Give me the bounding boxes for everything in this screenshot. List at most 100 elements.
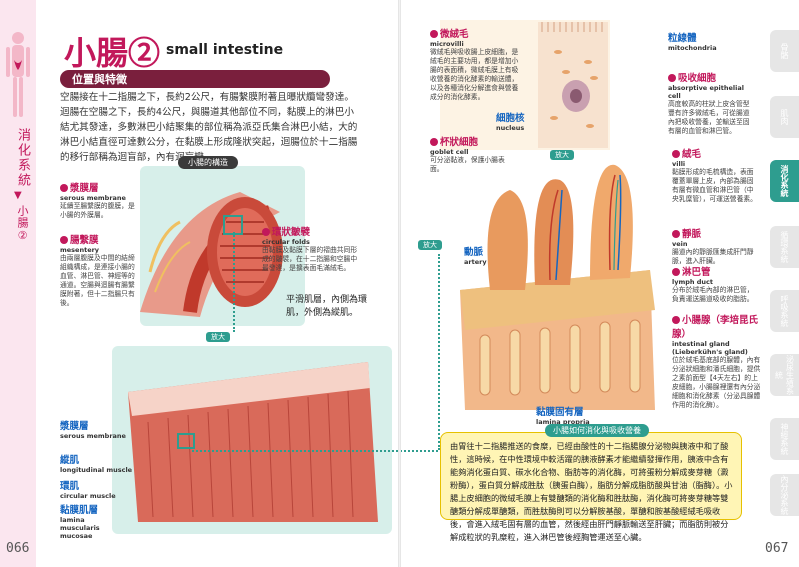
zoom-connector	[233, 232, 235, 332]
marker-icon	[672, 316, 680, 324]
label-villi: 絨毛 villi 黏膜形成的毛梳構造，表面覆蓋單層上皮，內部為腸固有層有微血管和…	[672, 146, 758, 204]
label-heading: 細胞核	[496, 113, 525, 124]
marker-icon	[672, 150, 680, 158]
info-heading: 小腸如何消化與吸收營養	[545, 424, 649, 437]
label-description: 高度較高的柱狀上皮含管型豐有許多微絨毛，可從腸道內把吸收營養，並輸送至固有層的血…	[668, 100, 750, 135]
label-description: 由黏膜及黏膜下層的褶曲共同形成的皺襞，在十二指腸和空腸中最發達，是擴表面毛滿絨毛…	[262, 246, 358, 272]
label-english: mesentery	[60, 246, 100, 254]
zoom-connector-3	[192, 450, 438, 452]
label-lamina-propria: 黏膜固有層 lamina propria	[536, 404, 590, 426]
chapter-sidebar	[0, 0, 36, 567]
label-heading: 動脈	[464, 247, 484, 258]
page-number-left: 066	[6, 541, 30, 556]
label-goblet-cell: 杯狀細胞 goblet cell 可分泌黏液，保護小腸表面。	[430, 134, 510, 174]
label-intestinal-gland: 小腸腺（李培昆氏腺） intestinal gland (Lieberkühn'…	[672, 312, 762, 410]
label-heading: 腸繫膜	[60, 232, 138, 246]
label-longitudinal: 縱肌 longitudinal muscle	[60, 452, 132, 474]
label-heading: 黏膜固有層	[536, 407, 584, 418]
label-vein: 靜脈 vein 腸道內的靜脈匯集成肝門靜脈，進入肝臟。	[672, 226, 758, 266]
label-heading: 小腸腺（李培昆氏腺）	[672, 315, 759, 340]
marker-icon	[60, 184, 68, 192]
zoom-badge-2: 放大	[418, 240, 442, 250]
label-heading: 粒線體	[668, 33, 697, 44]
label-english: lamina propria	[536, 418, 590, 426]
label-mesentery: 腸繫膜 mesentery 由兩層腹膜及中間的結締組織構成，是連接小腸的血管、淋…	[60, 232, 138, 308]
label-description: 位於絨毛基底部的腺體，內有分泌狀細胞和潘氏細胞，提供之素前面型【4天左右】的上皮…	[672, 356, 761, 409]
label-nucleus: 細胞核 nucleus	[496, 110, 525, 132]
info-text: 由胃往十二指腸推送的食糜，已經由酸性的十二指腸腺分泌物與胰液中和了酸性，這時候，…	[450, 441, 733, 542]
label-heading: 杯狀細胞	[430, 134, 510, 148]
section-header-bar	[60, 70, 330, 88]
label-muscularis-mucosae: 黏膜肌層 lamina muscularis mucosae	[60, 502, 120, 540]
label-english: vein	[672, 240, 688, 248]
info-box	[440, 432, 742, 520]
label-heading: 微絨毛	[430, 26, 524, 40]
figure-caption-tag: 小腸的構造	[178, 156, 238, 169]
tab-muscles[interactable]: 肌肉	[770, 96, 799, 138]
tab-digestive[interactable]: 消化系統	[770, 160, 799, 202]
zoom-connector-2	[438, 254, 440, 450]
label-heading: 漿膜層	[60, 180, 140, 194]
chapter-title: 消化系統	[15, 128, 30, 188]
label-mitochondria: 粒線體 mitochondria	[668, 30, 717, 52]
label-microvilli: 微絨毛 microvilli 微絨毛與吸收腸上皮細胞，是絨毛的主要功用，都是增加…	[430, 26, 524, 102]
zoom-badge-3: 放大	[550, 150, 574, 160]
label-heading: 靜脈	[672, 226, 758, 240]
label-absorptive-cell: 吸收細胞 absorptive epithelial cell 高度較高的柱狀上…	[668, 70, 754, 136]
marker-icon	[430, 30, 438, 38]
marker-icon	[672, 268, 680, 276]
label-lymph-duct: 淋巴管 lymph duct 分布於絨毛內部的淋巴管，負責運送腸道吸收的脂肪。	[672, 264, 758, 304]
marker-icon	[668, 74, 676, 82]
label-english: goblet cell	[430, 148, 469, 156]
label-description: 由兩層腹膜及中間的結締組織構成，是連接小腸的血管、淋巴管、神經等的通道。空腸與迴…	[60, 254, 135, 307]
marker-icon	[60, 236, 68, 244]
label-english: mitochondria	[668, 44, 717, 52]
label-english: villi	[672, 160, 686, 168]
label-circular-folds: 環狀皺襞 circular folds 由黏膜及黏膜下層的褶曲共同形成的皺襞，在…	[262, 224, 358, 273]
label-description: 可分泌黏液，保護小腸表面。	[430, 156, 505, 173]
tab-respiratory[interactable]: 呼吸系統	[770, 290, 799, 332]
page-title-english: small intestine	[166, 42, 284, 58]
tab-urogenital[interactable]: 泌尿生殖系統	[770, 354, 799, 396]
label-heading: 絨毛	[672, 146, 758, 160]
label-description: 微絨毛與吸收腸上皮細胞，是絨毛的主要功用，都是增加小腸的表面積，微絨毛膜上有吸收…	[430, 48, 519, 101]
label-english: nucleus	[496, 124, 525, 132]
label-serous-2: 漿膜層 serous membrane	[60, 418, 126, 440]
label-english: longitudinal muscle	[60, 466, 133, 474]
muscle-note: 平滑肌層，內側為環肌，外側為縱肌。	[286, 295, 368, 318]
epithelial-cell-illustration	[538, 22, 608, 148]
label-english: microvilli	[430, 40, 464, 48]
tab-nervous[interactable]: 神經系統	[770, 418, 799, 460]
label-artery: 動脈 artery	[464, 244, 487, 266]
page-title: 小腸②	[64, 34, 161, 72]
marker-icon	[262, 228, 270, 236]
label-heading: 環狀皺襞	[262, 224, 358, 238]
label-english: circular folds	[262, 238, 310, 246]
label-description: 延續至腸繫膜的腹膜，是小腸的外膜層。	[60, 202, 135, 219]
label-english: circular muscle	[60, 492, 116, 500]
zoom-badge: 放大	[206, 332, 230, 342]
body-figure-icon	[6, 32, 30, 117]
section-heading: 位置與特徵	[72, 73, 127, 86]
label-description: 腸道內的靜脈匯集成肝門靜脈，進入肝臟。	[672, 248, 754, 265]
label-heading: 漿膜層	[60, 421, 89, 432]
label-english: absorptive epithelial cell	[668, 84, 744, 100]
marker-icon	[430, 138, 438, 146]
label-english: intestinal gland (Lieberkühn's gland)	[672, 340, 748, 356]
tab-circulatory[interactable]: 循環系統	[770, 226, 799, 268]
label-heading: 淋巴管	[672, 264, 758, 278]
label-english: lamina muscularis mucosae	[60, 516, 100, 540]
label-description: 黏膜形成的毛梳構造，表面覆蓋單層上皮，內部為腸固有層有微血管和淋巴管（中央乳糜管…	[672, 168, 757, 203]
section-body-text: 空腸接在十二指腸之下，長約2公尺，有腸繫膜附著且曝狀纜彎發達。迴腸在空腸之下，長…	[60, 92, 358, 163]
label-english: serous membrane	[60, 194, 126, 202]
intestinal-wall-illustration	[128, 362, 378, 522]
tab-bones[interactable]: 骨骼	[770, 30, 799, 72]
label-serous-membrane: 漿膜層 serous membrane 延續至腸繫膜的腹膜，是小腸的外膜層。	[60, 180, 140, 220]
marker-icon	[672, 230, 680, 238]
intestine-illustration	[140, 192, 283, 317]
label-description: 分布於絨毛內部的淋巴管，負責運送腸道吸收的脂肪。	[672, 286, 754, 303]
chapter-arrow-icon: ▼	[14, 190, 22, 201]
label-english: artery	[464, 258, 487, 266]
label-heading: 黏膜肌層	[60, 505, 99, 516]
tab-endocrine[interactable]: 內分泌系統	[770, 474, 799, 516]
